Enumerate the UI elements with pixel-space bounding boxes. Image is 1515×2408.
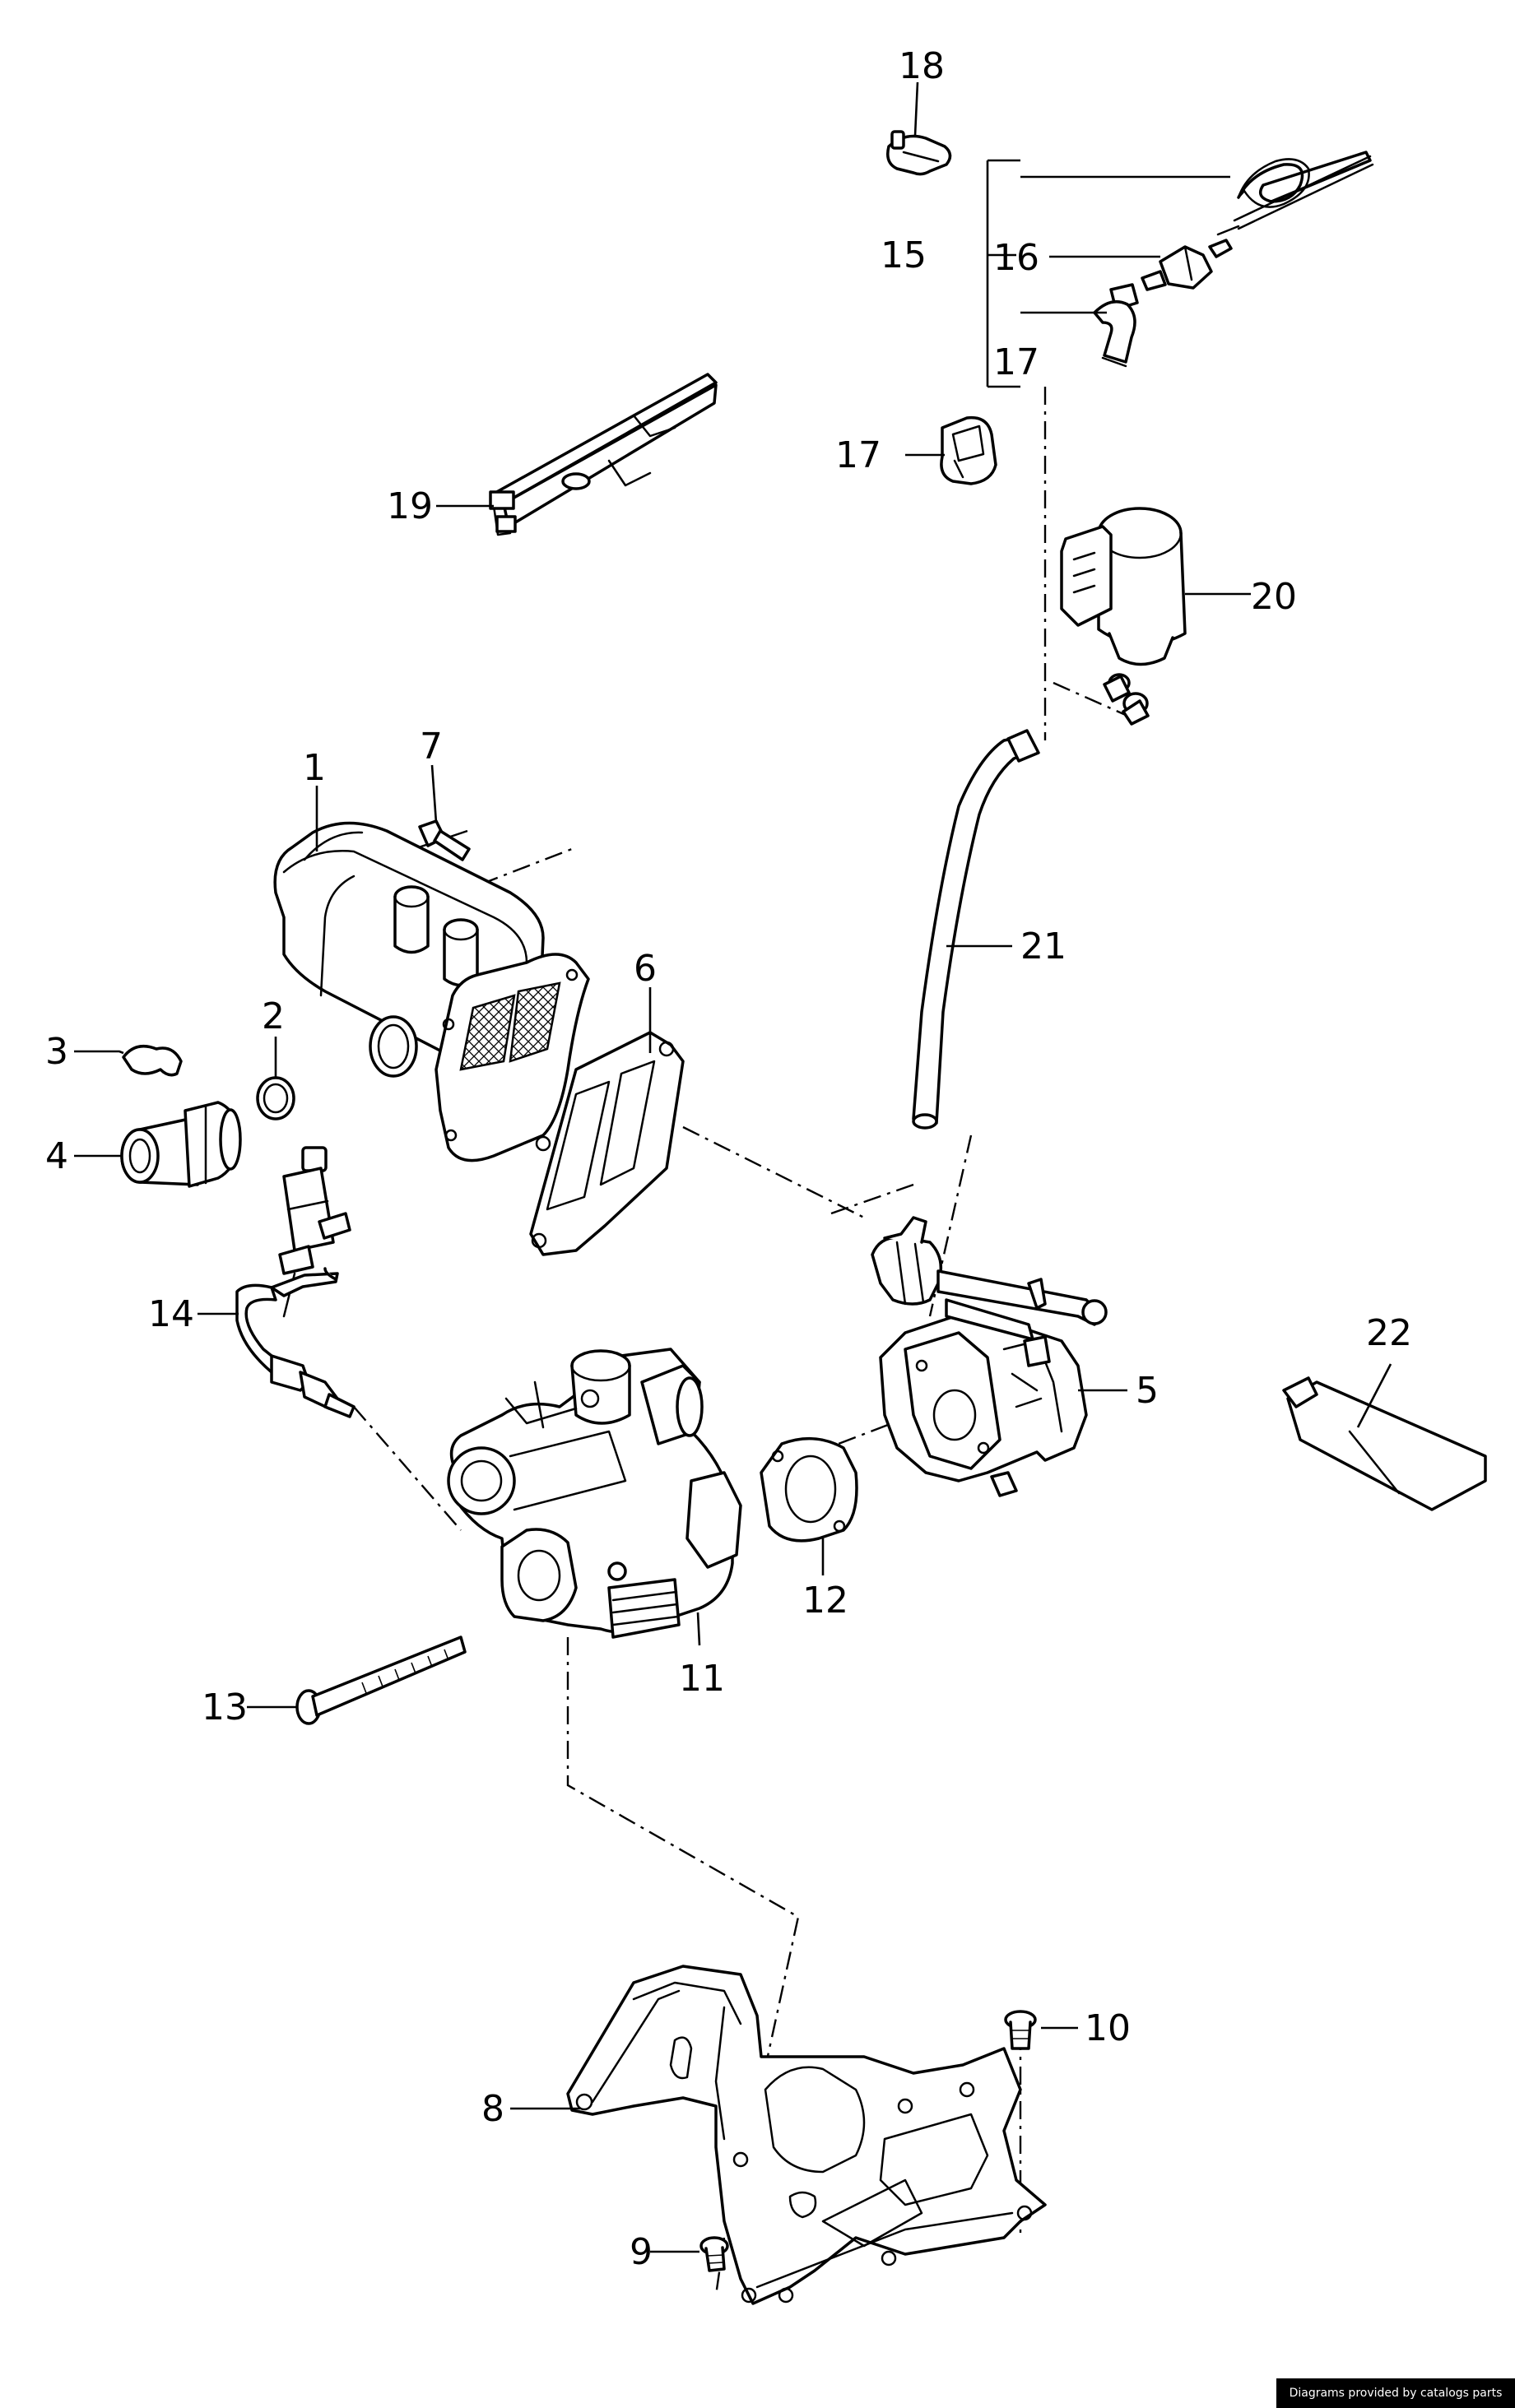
credit-banner: Diagrams provided by catalogs parts (1276, 2378, 1515, 2408)
label-7: 7 (420, 726, 443, 768)
label-9: 9 (630, 2231, 653, 2273)
label-6: 6 (634, 948, 657, 990)
label-3: 3 (45, 1031, 68, 1073)
label-12: 12 (802, 1580, 848, 1622)
part-labels: 18 15 16 17 17 19 20 1 7 21 6 2 3 4 5 14… (45, 45, 1412, 2273)
label-17-clip: 17 (835, 434, 881, 476)
part-1-egr-cooler[interactable] (273, 821, 590, 1162)
label-22: 22 (1366, 1312, 1412, 1354)
part-16-filter[interactable] (1141, 239, 1233, 291)
label-10: 10 (1085, 2007, 1131, 2049)
part-4-connector[interactable] (120, 1101, 242, 1188)
part-7-screw[interactable] (418, 819, 471, 861)
part-12-gasket[interactable] (760, 1436, 858, 1543)
label-17-top: 17 (993, 341, 1039, 383)
label-11: 11 (679, 1658, 725, 1700)
label-18: 18 (899, 45, 945, 87)
part-20-solenoid-valve[interactable] (1060, 507, 1187, 726)
part-17-clip[interactable] (940, 415, 997, 485)
part-15-vacuum-line[interactable] (1216, 151, 1374, 236)
label-4: 4 (45, 1135, 68, 1177)
label-20: 20 (1251, 576, 1297, 618)
label-21: 21 (1020, 926, 1067, 967)
label-15: 15 (881, 234, 927, 276)
part-3-clamp[interactable] (122, 1044, 183, 1077)
part-14-sensor[interactable] (235, 1146, 356, 1418)
label-16: 16 (993, 237, 1039, 279)
part-2-o-ring[interactable] (256, 1076, 295, 1120)
leader-lines (74, 81, 1392, 2253)
part-10-bolt[interactable] (1004, 2010, 1037, 2050)
part-11-egr-housing[interactable] (447, 1348, 742, 1639)
part-9-bolt[interactable] (699, 2236, 729, 2272)
label-5: 5 (1136, 1370, 1159, 1412)
label-14: 14 (148, 1293, 194, 1335)
label-2: 2 (262, 995, 285, 1037)
part-21-hose[interactable] (912, 729, 1040, 1130)
label-19: 19 (387, 485, 433, 527)
label-13: 13 (202, 1687, 248, 1728)
label-1: 1 (303, 747, 326, 789)
part-22-tube[interactable] (1282, 1376, 1487, 1511)
part-18-clip[interactable] (886, 130, 952, 176)
part-19-rail[interactable] (489, 373, 718, 536)
part-8-bracket[interactable] (566, 1965, 1047, 2305)
part-13-bolt[interactable] (295, 1635, 467, 1725)
part-5-egr-valve[interactable] (871, 1216, 1108, 1497)
part-6-gasket[interactable] (529, 1031, 685, 1256)
label-8: 8 (481, 2088, 504, 2130)
part-17-hose[interactable] (1093, 283, 1139, 368)
